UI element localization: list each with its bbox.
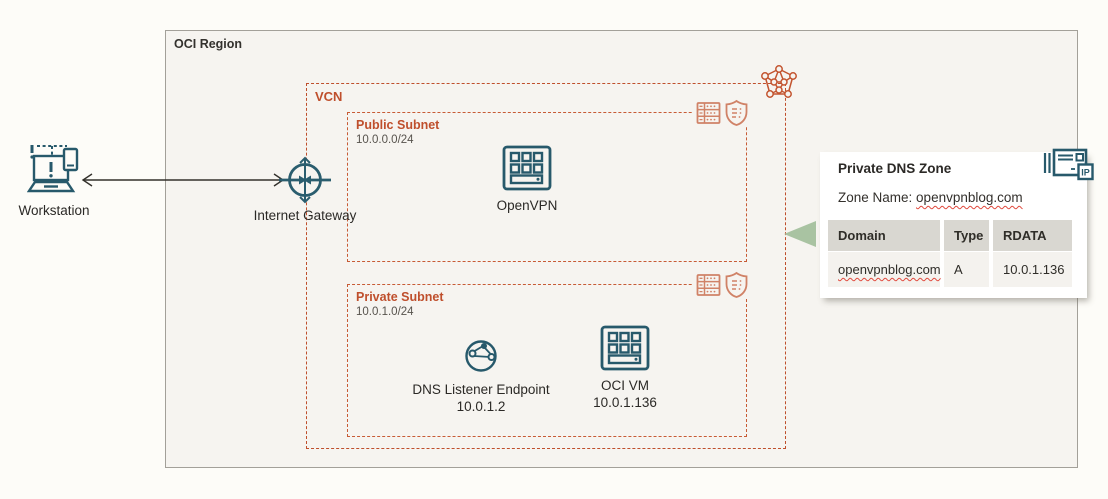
security-list-icon [725, 99, 748, 126]
public-subnet-icons [693, 99, 751, 126]
bidirectional-arrow [81, 173, 285, 187]
domain-value: openvpnblog.com [838, 262, 941, 277]
openvpn-node: OpenVPN [467, 145, 587, 214]
dns-zone-ip-icon: IP [1043, 148, 1094, 181]
private-subnet-label: Private Subnet [356, 290, 444, 304]
route-table-icon [696, 101, 721, 124]
callout-pointer [784, 221, 816, 247]
dns-records-table: Domain Type RDATA openvpnblog.com A 10.0… [828, 220, 1072, 287]
private-subnet-icons [693, 271, 751, 298]
table-header-rdata: RDATA [993, 220, 1072, 251]
oci-vm-ip: 10.0.1.136 [593, 395, 657, 410]
route-table-icon [696, 273, 721, 296]
workstation-label: Workstation [18, 203, 90, 218]
zone-name-prefix: Zone Name: [838, 190, 917, 205]
dns-listener-label: DNS Listener Endpoint [412, 382, 550, 397]
ip-badge-text: IP [1081, 168, 1090, 178]
public-subnet-cidr: 10.0.0.0/24 [356, 134, 414, 146]
oci-region-label: OCI Region [174, 37, 243, 51]
internet-gateway-icon [279, 156, 331, 204]
table-header-type: Type [944, 220, 989, 251]
workstation-laptop-icon [27, 145, 79, 193]
private-subnet-cidr: 10.0.1.0/24 [356, 306, 414, 318]
vcn-box: VCN Public Subnet 10.0.0.0/24 [306, 65, 797, 449]
dns-endpoint-globe-icon [465, 340, 497, 372]
vcn-label: VCN [315, 89, 343, 104]
dns-listener-node: DNS Listener Endpoint 10.0.1.2 [401, 337, 561, 415]
workstation-node: Workstation [8, 142, 100, 219]
oci-vm-node: OCI VM 10.0.1.136 [565, 325, 685, 411]
zone-name-value: openvpnblog.com [916, 190, 1023, 205]
private-dns-zone-card: Private DNS Zone IP Zone Name: openvpnbl… [820, 148, 1094, 298]
table-header-domain: Domain [828, 220, 940, 251]
dns-zone-title: Private DNS Zone [838, 161, 952, 176]
openvpn-label: OpenVPN [496, 198, 558, 213]
public-subnet-box: Public Subnet 10.0.0.0/24 [347, 99, 751, 262]
vcn-network-icon [761, 65, 797, 98]
table-cell-type: A [944, 252, 989, 287]
vm-instance-icon [502, 145, 552, 191]
private-subnet-box: Private Subnet 10.0.1.0/24 [347, 271, 751, 437]
public-subnet-label: Public Subnet [356, 118, 440, 132]
zone-name-line: Zone Name: openvpnblog.com [838, 190, 1023, 205]
table-cell-rdata: 10.0.1.136 [993, 252, 1072, 287]
security-list-icon [725, 271, 748, 298]
internet-gateway-label: Internet Gateway [253, 208, 357, 223]
vm-instance-icon [600, 325, 650, 371]
dns-listener-ip: 10.0.1.2 [456, 399, 506, 414]
oci-vm-label: OCI VM [600, 378, 649, 393]
table-cell-domain: openvpnblog.com [828, 252, 941, 287]
